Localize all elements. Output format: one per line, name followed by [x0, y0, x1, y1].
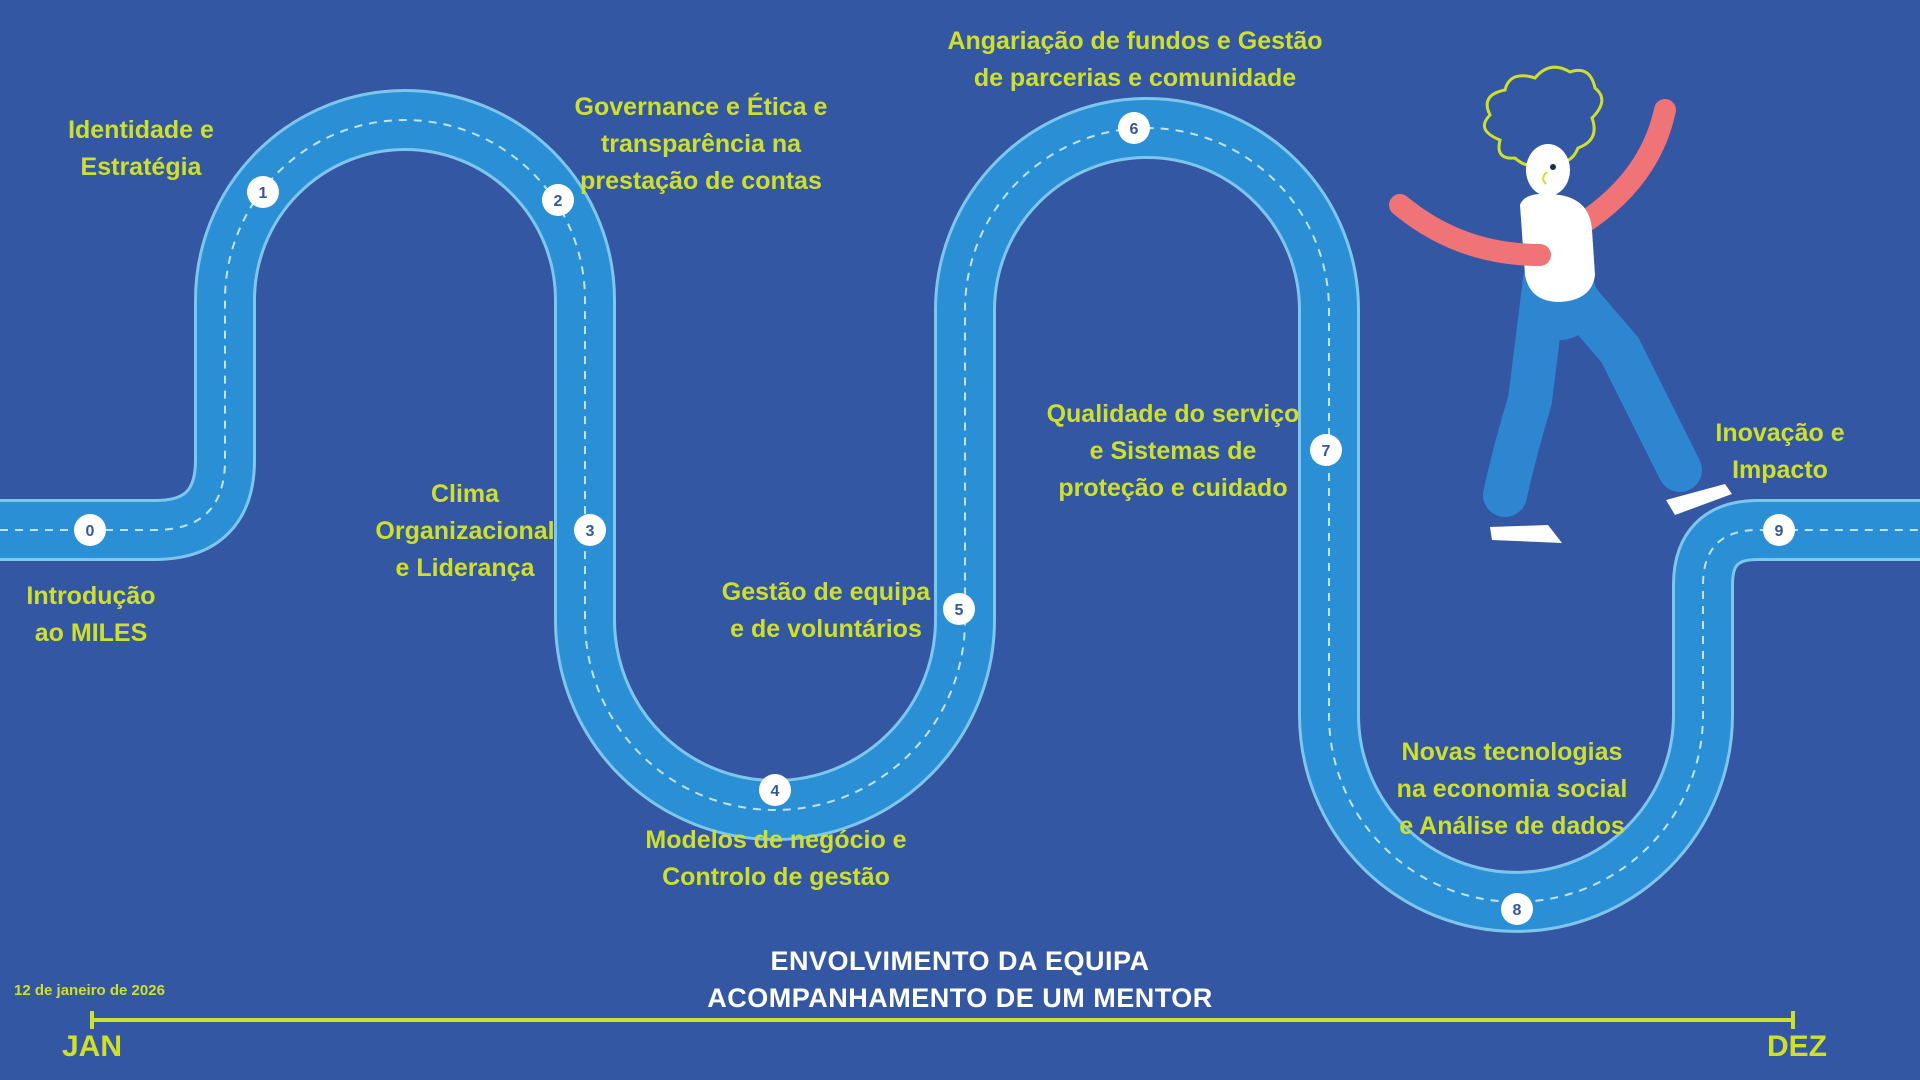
- milestone-marker-9[interactable]: 9: [1763, 514, 1795, 546]
- timeline-title: ENVOLVIMENTO DA EQUIPA ACOMPANHAMENTO DE…: [707, 943, 1213, 1017]
- milestone-marker-2[interactable]: 2: [542, 184, 574, 216]
- milestone-marker-3[interactable]: 3: [574, 514, 606, 546]
- milestone-number: 0: [86, 523, 95, 540]
- milestone-number: 5: [955, 602, 964, 619]
- milestone-number: 8: [1513, 902, 1522, 919]
- milestone-marker-1[interactable]: 1: [247, 176, 279, 208]
- milestone-marker-7[interactable]: 7: [1310, 434, 1342, 466]
- date-label: 12 de janeiro de 2026: [14, 982, 165, 999]
- timeline-start-label: JAN: [62, 1030, 122, 1064]
- timeline-end-label: DEZ: [1767, 1030, 1827, 1064]
- road: [0, 120, 1920, 902]
- milestone-number: 3: [586, 523, 595, 540]
- milestone-marker-0[interactable]: 0: [74, 514, 106, 546]
- milestone-number: 9: [1775, 523, 1784, 540]
- milestone-marker-5[interactable]: 5: [943, 593, 975, 625]
- milestone-number: 7: [1322, 443, 1331, 460]
- milestone-number: 6: [1130, 121, 1139, 138]
- milestone-marker-6[interactable]: 6: [1118, 112, 1150, 144]
- walking-person-illustration: [1400, 67, 1732, 543]
- milestone-marker-8[interactable]: 8: [1501, 893, 1533, 925]
- milestone-number: 2: [554, 193, 563, 210]
- milestone-number: 1: [259, 185, 268, 202]
- milestone-marker-4[interactable]: 4: [759, 774, 791, 806]
- milestone-number: 4: [771, 783, 780, 800]
